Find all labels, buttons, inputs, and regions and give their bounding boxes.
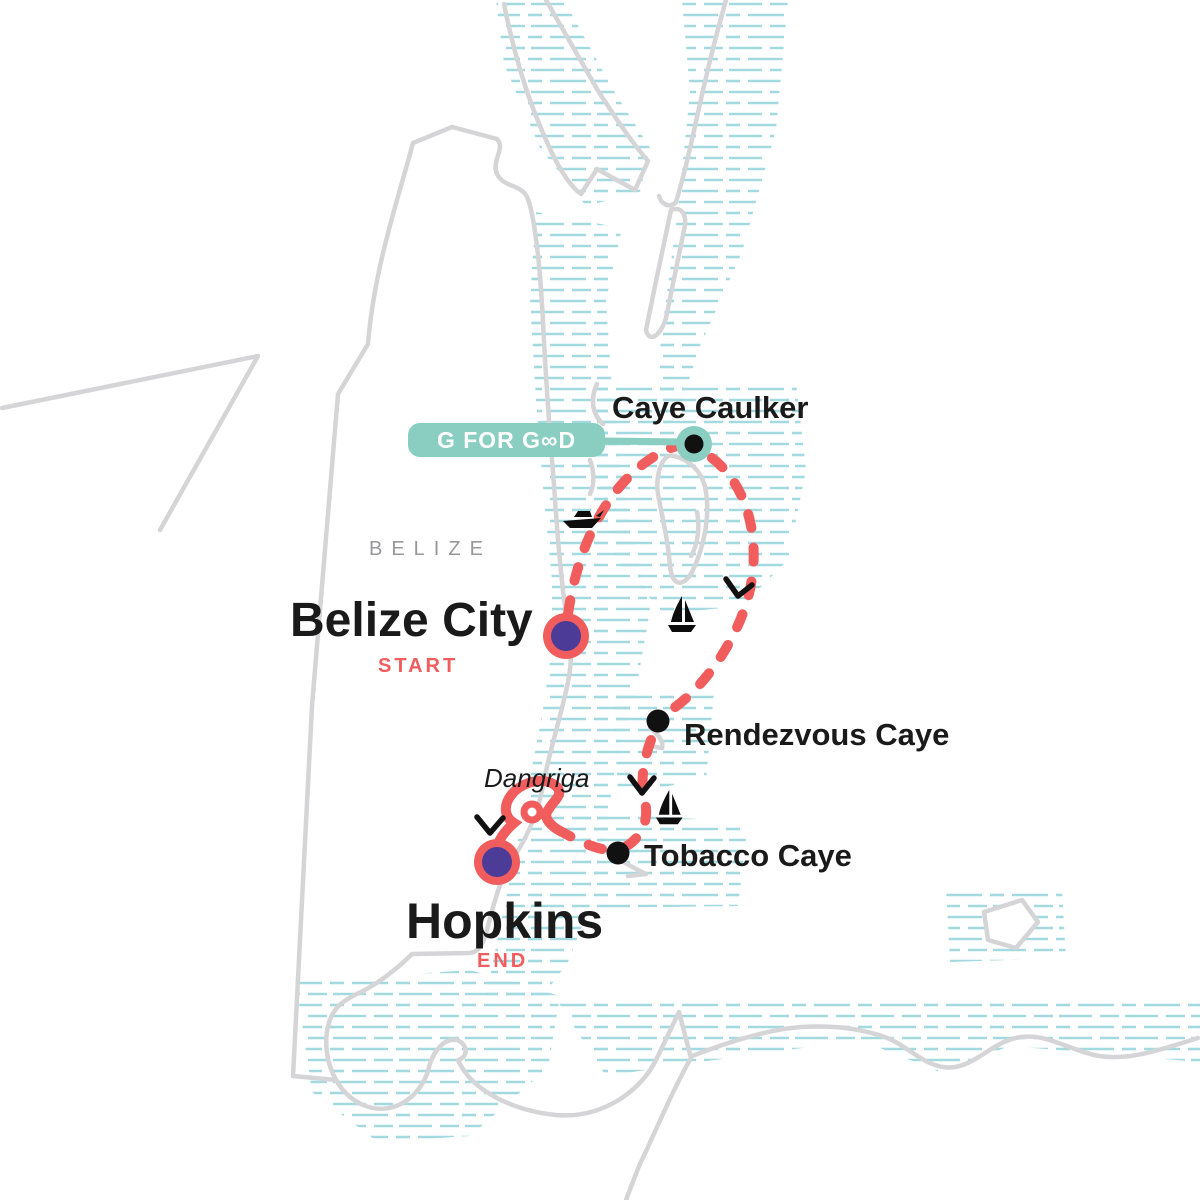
neighbor-border xyxy=(0,353,261,533)
route-leg-belize-city-to-caye-caulker xyxy=(563,441,682,619)
motorboat-icon xyxy=(563,510,604,528)
small-island-outline xyxy=(981,897,1041,951)
peninsula-outline xyxy=(501,0,651,197)
g-for-good-badge-label: G FOR G∞D xyxy=(436,426,577,453)
route-leg-rendezvous-to-tobacco xyxy=(620,735,656,852)
ambergris-caye-outline xyxy=(656,0,729,208)
stop-label-tobacco-caye: Tobacco Caye xyxy=(644,838,852,873)
marker-dot xyxy=(482,847,512,877)
stop-label-belize-city: Belize City xyxy=(290,594,533,647)
water-hatch xyxy=(296,0,1200,1142)
reef-fragment xyxy=(590,381,606,427)
sailboat-icon xyxy=(656,790,683,825)
belize-city-marker xyxy=(543,613,589,659)
route-leg-tobacco-to-dangriga xyxy=(559,828,607,854)
route-direction-arrows xyxy=(474,576,755,836)
gulf-coastline xyxy=(689,1024,1200,1070)
tobacco-caye-marker xyxy=(606,841,630,865)
itinerary-route xyxy=(492,441,759,854)
chevron-down-icon xyxy=(474,814,506,836)
stop-markers xyxy=(474,426,712,885)
water-hatch-patch xyxy=(652,0,788,430)
water-hatch-patch xyxy=(296,970,560,1142)
transport-icons xyxy=(563,510,696,825)
sailboat-icon xyxy=(668,596,696,632)
dangriga-marker xyxy=(520,800,544,824)
chevron-down-icon xyxy=(723,576,755,599)
route-leg-caye-caulker-to-rendezvous xyxy=(663,453,759,717)
caye-caulker-island xyxy=(655,453,710,585)
stop-label-dangriga: Dangriga xyxy=(484,763,590,793)
stop-label-hopkins: Hopkins xyxy=(406,893,604,949)
stop-label-caye-caulker: Caye Caulker xyxy=(612,390,809,425)
ambergris-sliver-island xyxy=(643,206,688,340)
route-leg-dangriga-loop-to-hopkins xyxy=(492,775,567,853)
stop-label-rendezvous-caye: Rendezvous Caye xyxy=(684,717,950,752)
country-label: BELIZE xyxy=(369,538,492,560)
end-tag: END xyxy=(477,950,529,972)
water-hatch-patch xyxy=(496,0,650,206)
marker-dot xyxy=(684,434,704,454)
water-hatch-patch xyxy=(576,812,748,908)
western-border xyxy=(290,124,455,1083)
marker-dot xyxy=(551,621,581,651)
rendezvous-caye-marker xyxy=(646,709,670,733)
mainland-coastline xyxy=(324,124,694,1200)
start-tag: START xyxy=(378,655,459,677)
reef-fragment xyxy=(587,457,596,497)
badge-connector-line xyxy=(603,437,687,446)
chevron-down-icon xyxy=(627,774,657,796)
hopkins-marker xyxy=(474,839,520,885)
caye-caulker-inner-channel xyxy=(688,509,701,559)
caye-caulker-marker xyxy=(676,426,712,462)
g-for-good-badge: G FOR G∞D xyxy=(408,423,605,457)
